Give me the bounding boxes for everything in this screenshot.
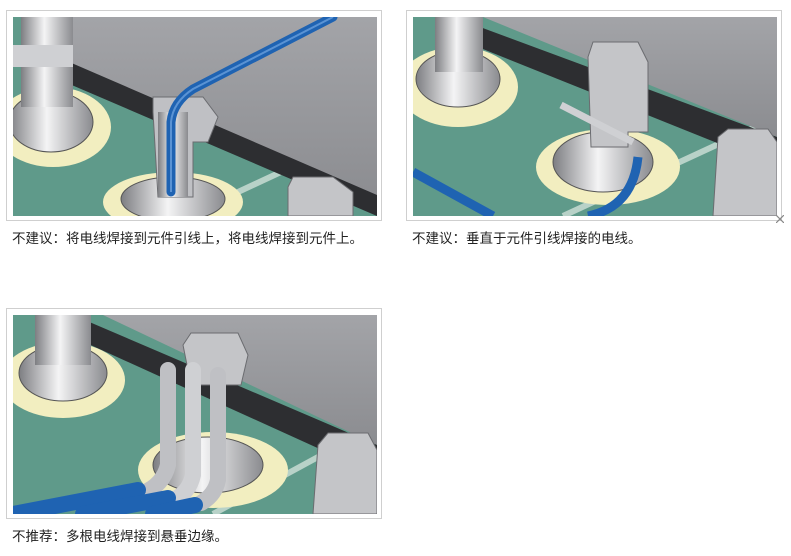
corner-marker-icon [770, 209, 784, 223]
figure-2-illustration [413, 17, 777, 216]
lead-left [435, 17, 483, 72]
figure-2-caption: 不建议：垂直于元件引线焊接的电线。 [412, 231, 642, 247]
wire-tinned-end [193, 367, 226, 511]
wire-tinned-end [135, 362, 176, 501]
wire [586, 156, 643, 216]
figure-3-illustration [13, 315, 377, 514]
lead-right [312, 432, 377, 514]
wire [75, 490, 176, 514]
component-body [53, 17, 377, 207]
wire [145, 497, 203, 514]
wire [413, 168, 496, 216]
lead-right [287, 176, 354, 216]
figure-2-frame [406, 10, 784, 223]
wire-tinned-end [165, 362, 201, 508]
lead-left [35, 315, 91, 365]
lead-right [712, 128, 777, 216]
figure-3-caption: 不推荐：多根电线焊接到悬垂边缘。 [12, 529, 228, 545]
figure-1-caption: 不建议：将电线焊接到元件引线上，将电线焊接到元件上。 [12, 231, 363, 247]
wire-tinned-end [559, 101, 635, 146]
figure-3-frame [6, 308, 382, 519]
lead-center [587, 41, 649, 148]
wire [13, 482, 146, 514]
figure-1-frame [6, 10, 382, 221]
figure-1-illustration [13, 17, 377, 216]
component-body-shadow [53, 55, 377, 216]
